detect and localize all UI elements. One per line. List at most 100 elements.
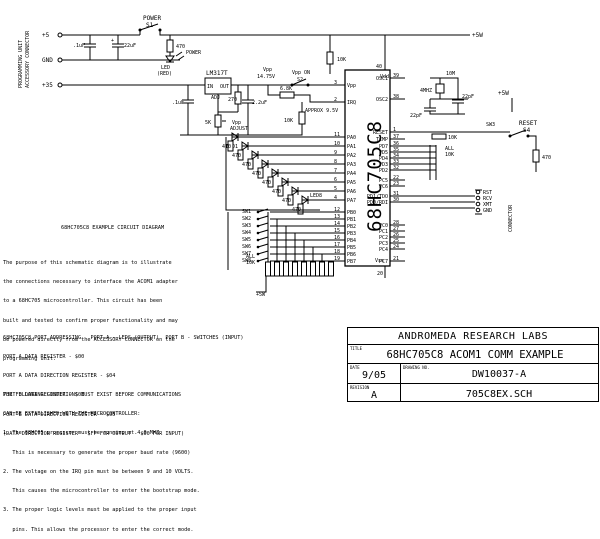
approx-label: APPROX 9.5V: [305, 108, 338, 114]
osc-r: 10M: [446, 71, 455, 77]
led-diode: [271, 168, 279, 178]
vpp-switch: [290, 78, 310, 87]
pullup-resistor: [328, 261, 334, 277]
mcu-pin-num-13: 13: [334, 214, 340, 220]
connector-label-1: PROGRAMMING UNIT: [18, 40, 24, 88]
power-led: 470 POWER LED (RED): [157, 35, 202, 77]
reg-adj: ADJ: [211, 95, 220, 101]
mcu-rpin-num-22: 22: [393, 175, 399, 181]
mcu-pin-name-pa3: PA3: [347, 162, 356, 168]
power-led-name: POWER: [186, 50, 202, 56]
supply-label: +5W: [472, 32, 483, 39]
mcu-rpin-name-pc2: PC2: [379, 235, 388, 241]
drawing-no-label: DRAWING NO.: [403, 365, 430, 370]
mcu-pin-name-pa1: PA1: [347, 144, 356, 150]
mcu-rpin-name-pd3: PD3: [379, 162, 388, 168]
osc-cap-a: 22pF: [462, 94, 474, 100]
switch-label-5: SW5: [242, 237, 251, 243]
led-diode: [261, 159, 269, 169]
power-switch-label: POWER: [143, 15, 161, 22]
mcu-pin-name-vpp: Vpp: [347, 83, 356, 89]
switch-lever: [257, 208, 269, 213]
mcu-rpin-num-26: 26: [393, 232, 399, 238]
pullup-val: 10K: [246, 260, 255, 266]
conn-rst: RST: [483, 190, 492, 196]
mcu-pin-num-2: 2: [334, 97, 337, 103]
oscillator: 4MHZ 22pF 22pF 10M: [410, 71, 474, 119]
conn-xmt: XMT: [483, 202, 492, 208]
mcu-rpin-num-31: 31: [393, 191, 399, 197]
cond-head-1: THE FOLLOWING CONDITIONS MUST EXIST BEFO…: [3, 391, 182, 398]
conn-gnd: GND: [483, 208, 492, 214]
mcu-rpin-name-pd2: PD2: [379, 168, 388, 174]
mcu-pin-num-3: 3: [334, 80, 337, 86]
mcu-rpin-name-pd5: PD5: [379, 150, 388, 156]
adjust-label-1: Vpp: [232, 120, 241, 126]
programming-connector: PROGRAMMING UNIT ACCESSORY CONNECTOR +5 …: [18, 30, 63, 89]
mcu-rpin-name-pc3: PC3: [379, 241, 388, 247]
cap-out-value: 2.2uF: [252, 100, 267, 106]
mcu-rpin-num-1: 1: [393, 127, 396, 133]
sw3-label: SW3: [486, 122, 495, 128]
mcu-rpin-name-reset: RESET: [373, 130, 388, 136]
mcu-pin-name-pb4: PB4: [347, 238, 356, 244]
port-header: 68HC705C8 PORT ADDRESSING PORT A - LEDS …: [3, 334, 244, 341]
drawing-title: 68HC705C8 ACOM1 COMM EXAMPLE: [386, 349, 564, 361]
mcu-pin-name-pa6: PA6: [347, 189, 356, 195]
mcu-pin-name-pa2: PA2: [347, 153, 356, 159]
pin-gnd-label: GND: [42, 57, 53, 64]
cap-22uf: 22uF +: [111, 35, 136, 60]
cond-item-4: This causes the microcontroller to enter…: [3, 488, 200, 495]
cond-item-2: This is necessary to generate the proper…: [3, 449, 191, 456]
led-diode: [241, 141, 249, 151]
conn-rcv: RCV: [483, 196, 492, 202]
vpp-adjust-pot: 5K Vpp ADJUST: [205, 114, 248, 135]
led-diode: [301, 195, 309, 205]
mcu-rpin-num-34: 34: [393, 153, 399, 159]
led-color: (RED): [157, 71, 172, 77]
switch-lever: [257, 250, 269, 255]
led-diode: [281, 177, 289, 187]
r-270: 270: [218, 85, 242, 113]
mcu-rpin-num-28: 28: [393, 220, 399, 226]
reg-in: IN: [207, 84, 213, 90]
switch-lever: [257, 236, 269, 241]
mcu-vdd: Vdd: [380, 74, 389, 80]
mcu-rpin-num-39: 39: [393, 73, 399, 79]
pullup-resistor: [310, 261, 316, 277]
pot-value: 5K: [205, 120, 211, 126]
led-resistor-label: 470: [262, 180, 271, 186]
led-resistor-label: 470: [232, 153, 241, 159]
mcu-rpin-name-pd7: PD7: [379, 144, 388, 150]
r-6k8: 6.8K APPROX 9.5V: [267, 85, 345, 114]
vpp-label: Vpp: [263, 67, 272, 73]
mcu-vss-pin: 20: [377, 271, 383, 277]
mcu-rpin-num-35: 35: [393, 147, 399, 153]
mcu-rpin-num-36: 36: [393, 141, 399, 147]
company-name: ANDROMEDA RESEARCH LABS: [398, 331, 548, 342]
mcu-pin-name-pb5: PB5: [347, 245, 356, 251]
mcu-left-pins: Vpp3IRQ2PA011PA110PA29PA38PA47PA56PA65PA…: [334, 80, 356, 265]
reset-r10k: 10K: [448, 135, 457, 141]
mcu-rpin-num-24: 24: [393, 244, 399, 250]
reset-supply: +5W: [498, 90, 509, 97]
reset-label: RESET: [519, 120, 537, 127]
mcu-pin-num-14: 14: [334, 221, 340, 227]
pin-gnd: [57, 57, 63, 63]
drawing-date: 9/05: [361, 370, 387, 381]
mcu-pin-name-pb6: PB6: [347, 252, 356, 258]
title-block-company-row: ANDROMEDA RESEARCH LABS: [348, 328, 598, 345]
power-resistor-value: 470: [176, 44, 185, 50]
mcu-pin-num-16: 16: [334, 235, 340, 241]
reset-switch-ref: S4: [523, 127, 531, 134]
mcu-rpin-name-osc2: OSC2: [376, 97, 388, 103]
port-line-4: PORT B DATA DIRECTION REGISTER - $05: [3, 411, 116, 418]
cond-item-5: 3. The proper logic levels must be appli…: [3, 507, 197, 514]
mcu-rpin-num-32: 32: [393, 165, 399, 171]
port-line-3: PORT B DATA REGISTER - $01: [3, 392, 85, 399]
conn-label: CONNECTOR: [508, 204, 514, 232]
pin-35v-label: +35: [42, 82, 53, 89]
mcu-pin-name-pa5: PA5: [347, 180, 356, 186]
